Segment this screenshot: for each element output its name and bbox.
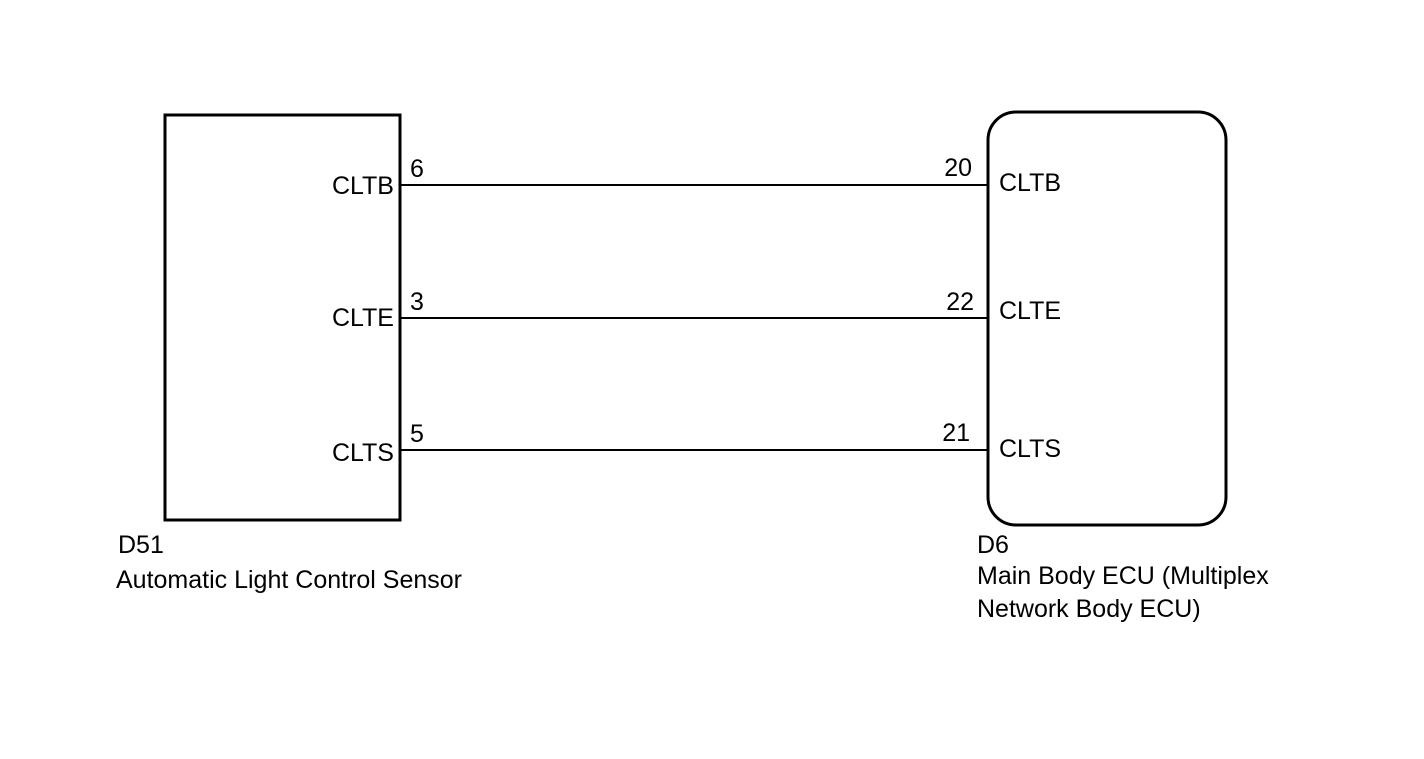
left-pin-signal: CLTE xyxy=(332,304,394,332)
right-component-name-line2: Network Body ECU) xyxy=(977,595,1201,623)
left-pin-number: 5 xyxy=(410,420,424,448)
right-component-name-line1: Main Body ECU (Multiplex xyxy=(977,562,1269,590)
left-pin-signal: CLTB xyxy=(332,172,394,200)
right-pin-signal: CLTS xyxy=(999,435,1061,463)
left-pin-signal: CLTS xyxy=(332,439,394,467)
left-component-name: Automatic Light Control Sensor xyxy=(116,566,462,594)
right-connector-id: D6 xyxy=(977,531,1009,559)
left-pin-number: 3 xyxy=(410,288,424,316)
right-pin-signal: CLTB xyxy=(999,169,1061,197)
right-pin-signal: CLTE xyxy=(999,297,1061,325)
right-pin-number: 21 xyxy=(942,419,970,447)
right-pin-number: 20 xyxy=(944,154,972,182)
left-connector-id: D51 xyxy=(118,531,164,559)
left-pin-number: 6 xyxy=(410,155,424,183)
right-pin-number: 22 xyxy=(946,288,974,316)
